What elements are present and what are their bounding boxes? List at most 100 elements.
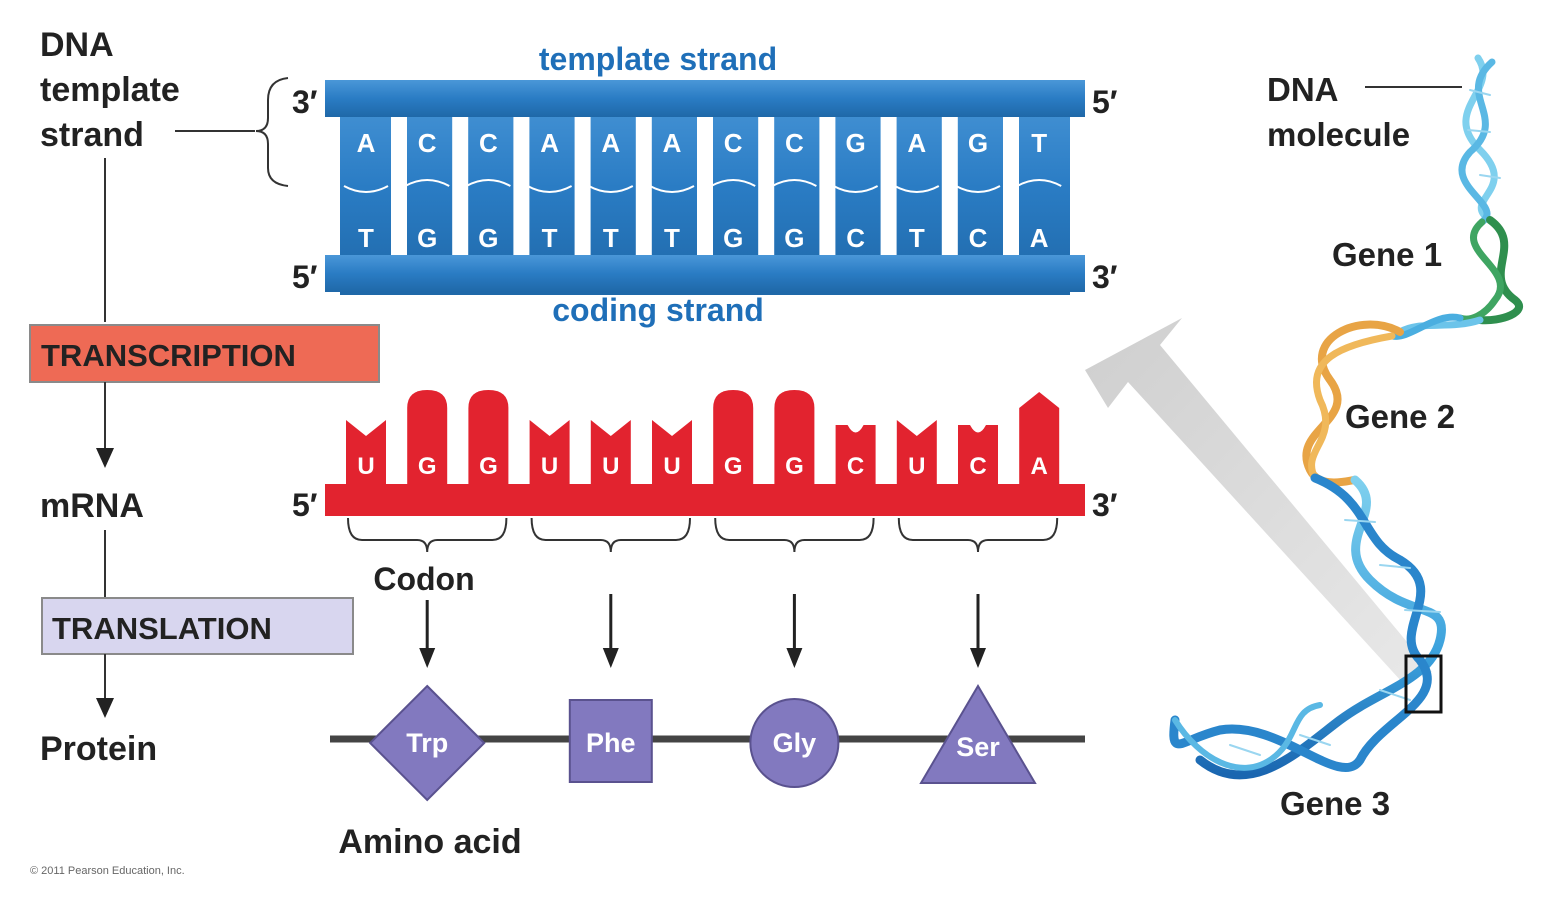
mrna-base: C	[969, 453, 986, 480]
ladder-gap	[758, 117, 775, 255]
mrna-nucleotide	[835, 425, 876, 486]
copyright-notice: © 2011 Pearson Education, Inc.	[30, 865, 185, 877]
mrna-base: G	[479, 453, 498, 480]
zoom-selection-box	[1404, 654, 1443, 714]
template-base: A	[540, 128, 559, 158]
ladder-gap	[1003, 117, 1019, 255]
template-base: A	[663, 128, 682, 158]
template-backbone	[325, 80, 1085, 117]
amino-acid-diamond	[368, 684, 486, 802]
mrna-nucleotide	[713, 390, 754, 486]
flow-column: DNA template strand TRANSCRIPTION mRNA T…	[29, 26, 380, 768]
dna-label: DNA	[40, 26, 114, 64]
mrna-label: mRNA	[40, 487, 144, 525]
coding-base: T	[542, 223, 558, 253]
codon-brace	[347, 517, 508, 553]
amino-acid-name: Trp	[406, 728, 448, 758]
ladder-gap	[574, 117, 591, 255]
gene1-label: Gene 1	[1332, 236, 1442, 273]
template-5prime-end: 5′	[1092, 84, 1118, 120]
mrna-base: U	[908, 453, 925, 480]
translation-label: TRANSLATION	[52, 611, 272, 646]
flow-arrowhead-1	[96, 448, 114, 468]
amino-acid-circle	[749, 698, 840, 788]
ladder-gap	[697, 117, 713, 255]
mrna-base: U	[602, 453, 619, 480]
codon-arrowhead	[602, 648, 619, 668]
mrna-backbone	[325, 484, 1085, 516]
ladder-gap	[880, 117, 897, 255]
template-base: C	[479, 128, 498, 158]
coding-base: T	[909, 223, 925, 253]
mrna-base: C	[847, 453, 864, 480]
coding-5prime-end: 5′	[292, 259, 318, 295]
ladder-gap	[513, 117, 530, 255]
template-base: C	[724, 128, 743, 158]
transcription-label: TRANSCRIPTION	[41, 338, 296, 373]
codon-arrowhead	[970, 648, 986, 668]
template-base: C	[418, 128, 437, 158]
strand-label: strand	[40, 116, 144, 154]
mrna-5prime-end: 5′	[292, 487, 318, 523]
coding-base: G	[417, 223, 437, 253]
dna-molecule-label-2: molecule	[1267, 116, 1410, 153]
codon-arrowhead	[786, 648, 803, 668]
mrna-nucleotide	[468, 390, 509, 486]
coding-3prime-end: 3′	[1092, 259, 1118, 295]
mrna-nucleotide	[958, 425, 998, 486]
amino-acid-name: Phe	[586, 728, 636, 758]
amino-acid-name: Ser	[956, 732, 1000, 762]
template-base: A	[601, 128, 620, 158]
codon-arrowhead	[419, 648, 436, 668]
protein-chain: Trp Phe Gly Ser Amino acid	[330, 684, 1085, 861]
codon-brace	[897, 517, 1059, 553]
amino-acid-label: Amino acid	[338, 823, 521, 861]
gene2-label: Gene 2	[1345, 398, 1455, 435]
coding-base: C	[846, 223, 865, 253]
mrna-base: U	[663, 453, 680, 480]
template-3prime-end: 3′	[292, 84, 318, 120]
template-strand-title: template strand	[539, 41, 777, 77]
template-base: A	[357, 128, 376, 158]
coding-backbone	[325, 255, 1085, 292]
mrna-nucleotide	[774, 390, 815, 486]
template-brace	[255, 77, 289, 187]
mrna-base: U	[357, 453, 374, 480]
mrna-nucleotide	[407, 390, 448, 486]
template-base: G	[845, 128, 865, 158]
amino-acid-name: Gly	[773, 728, 817, 758]
mrna-3prime-end: 3′	[1092, 487, 1118, 523]
coding-base: A	[1030, 223, 1049, 253]
coding-base: T	[603, 223, 619, 253]
template-base: A	[907, 128, 926, 158]
mrna-base: G	[418, 453, 437, 480]
zoom-arrow	[1085, 318, 1432, 682]
coding-base: C	[969, 223, 988, 253]
mrna-nucleotide	[1019, 392, 1060, 486]
coding-strand-title: coding strand	[552, 292, 764, 328]
protein-label: Protein	[40, 730, 157, 768]
dna-helix-panel: DNA molecule Gene 1 Gene 2 Gene 3	[1085, 54, 1523, 822]
ladder-gap	[391, 117, 407, 255]
template-base: G	[968, 128, 988, 158]
gene3-label: Gene 3	[1280, 785, 1390, 822]
amino-acid-square	[568, 699, 653, 783]
amino-acid-triangle	[919, 684, 1037, 784]
codon-label: Codon	[373, 561, 474, 597]
coding-base: G	[784, 223, 804, 253]
template-base: C	[785, 128, 804, 158]
flow-arrowhead-2	[96, 698, 114, 718]
mrna-nucleotide	[590, 420, 631, 486]
translation-box	[41, 597, 354, 655]
codon-brace	[530, 517, 691, 553]
mrna-nucleotide	[896, 420, 937, 486]
codon-brace	[714, 517, 875, 553]
ladder-gap	[635, 117, 652, 255]
coding-base: T	[358, 223, 374, 253]
coding-base: T	[664, 223, 680, 253]
mrna-base: G	[785, 453, 804, 480]
dna-molecule-label-1: DNA	[1267, 71, 1339, 108]
coding-base: G	[723, 223, 743, 253]
